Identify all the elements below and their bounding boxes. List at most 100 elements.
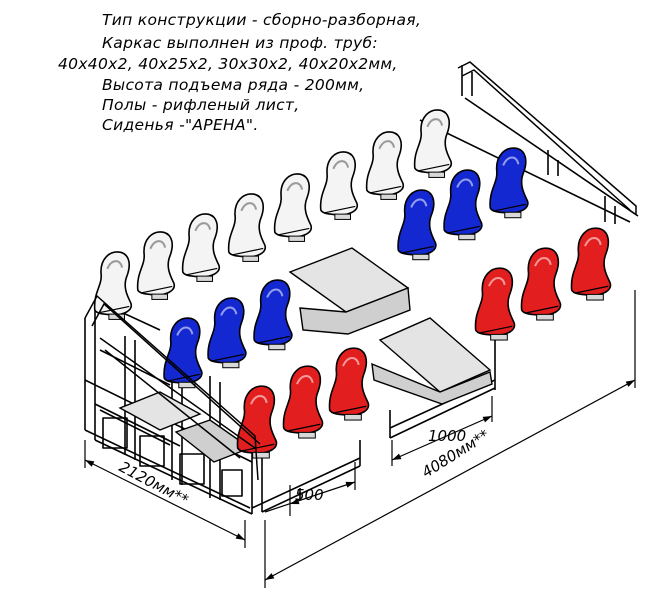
seat-edge (167, 373, 200, 382)
floor-panel (371, 362, 493, 405)
seat (236, 385, 278, 459)
frame-tube (464, 97, 639, 217)
seat (570, 227, 612, 301)
frame-tube (94, 439, 253, 515)
seat-rows (93, 109, 612, 459)
seat-highlight (240, 202, 257, 212)
dimension-arrow (290, 498, 300, 505)
brace-tube (99, 337, 256, 449)
seat (253, 279, 293, 351)
seat (282, 365, 324, 439)
seat-highlight (250, 394, 268, 405)
dimension-step-label: 500 (295, 486, 324, 504)
seat (489, 147, 529, 219)
seat-bracket (586, 293, 604, 301)
seat-highlight (584, 236, 602, 247)
frame-tube (419, 119, 631, 223)
spec-line-1: Тип конструкции - сборно-разборная, (102, 11, 422, 29)
seat-highlight (220, 306, 238, 316)
seat-bracket (196, 275, 214, 282)
seat (207, 297, 247, 369)
seat-highlight (342, 356, 360, 367)
dimension-section-label: 1000 (428, 427, 466, 445)
seat-highlight (266, 288, 284, 298)
frame-tube (94, 403, 181, 447)
seat-highlight (286, 182, 303, 192)
seat-bracket (298, 431, 316, 439)
seat-edge (185, 267, 218, 276)
seat-edge (369, 185, 402, 194)
seat-bracket (344, 413, 362, 421)
seat-bracket (288, 235, 306, 242)
seat-bracket (242, 255, 260, 262)
spec-line-6: Сиденья -"АРЕНА". (102, 116, 259, 134)
seat-highlight (194, 222, 211, 232)
seat-edge (417, 163, 450, 172)
seat-highlight (426, 118, 443, 128)
seat (397, 189, 437, 261)
dimension-arrow (235, 533, 245, 540)
seat-bracket (412, 253, 430, 261)
handrails (84, 61, 637, 481)
seat-bracket (151, 293, 169, 300)
handrail (84, 294, 259, 481)
dimension-line (391, 415, 493, 461)
dimension-arrow (85, 460, 95, 467)
floor-panel (299, 287, 411, 335)
seat-edge (478, 325, 513, 334)
spec-line-2: Каркас выполнен из проф. труб: (102, 34, 378, 52)
seat-edge (277, 227, 310, 236)
seat-edge (401, 245, 434, 254)
seat-edge (257, 335, 290, 344)
frame-tube (389, 387, 496, 439)
floor-panel (378, 317, 492, 393)
seat-highlight (149, 240, 166, 250)
frame-cell (102, 417, 128, 449)
seat-highlight (410, 198, 428, 208)
seat-highlight (106, 260, 123, 270)
seat (93, 251, 133, 320)
dimension-arrow (482, 416, 492, 423)
spec-line-5: Полы - рифленый лист, (102, 96, 300, 114)
seat (413, 109, 453, 178)
seat (365, 131, 405, 200)
seat-edge (493, 203, 526, 212)
seat-edge (323, 205, 356, 214)
seat-bracket (268, 343, 286, 351)
seat-highlight (488, 276, 506, 287)
seat-bracket (490, 333, 508, 341)
seat-edge (240, 443, 275, 452)
seat-highlight (456, 178, 474, 188)
floor-panels (118, 247, 493, 463)
seat-edge (231, 247, 264, 256)
seat-bracket (458, 233, 476, 241)
dimension-arrow (265, 573, 275, 580)
seat-bracket (252, 451, 270, 459)
seat (520, 247, 562, 321)
seat-edge (211, 353, 244, 362)
seat (163, 317, 203, 389)
dimension-arrow (392, 453, 402, 460)
seat-edge (574, 285, 609, 294)
seat-bracket (536, 313, 554, 321)
seat-edge (447, 225, 480, 234)
handrail (457, 61, 637, 214)
seat (319, 151, 359, 220)
seat-bracket (380, 193, 398, 200)
frame-tube (251, 457, 361, 509)
dimension-line (264, 481, 356, 513)
seat (474, 267, 516, 341)
handrail (91, 302, 261, 445)
seat-highlight (378, 140, 395, 150)
dimension-line (264, 379, 636, 581)
seat-edge (286, 423, 321, 432)
seat (328, 347, 370, 421)
floor-panel (118, 391, 202, 431)
frame-cell (221, 469, 243, 497)
seat-bracket (428, 171, 446, 178)
seat-bracket (504, 211, 522, 219)
seat (227, 193, 267, 262)
seat (273, 173, 313, 242)
